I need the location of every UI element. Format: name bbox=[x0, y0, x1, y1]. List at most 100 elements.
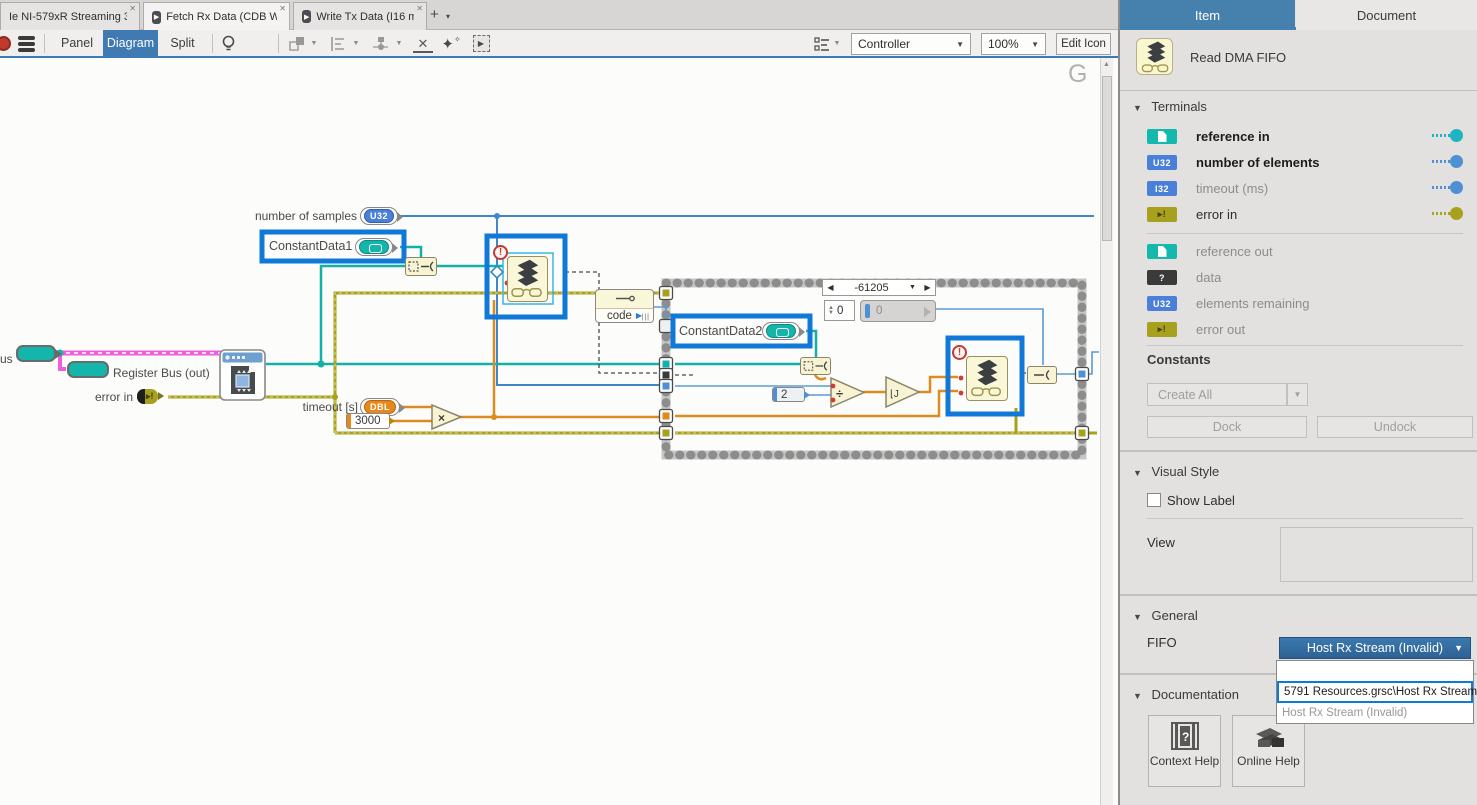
terminals-section-header[interactable]: ▼ Terminals bbox=[1133, 99, 1207, 114]
error-code-property-node[interactable]: code ▶ ||| bbox=[595, 289, 654, 323]
remove-broken-wires-icon[interactable]: ✕ bbox=[413, 36, 433, 53]
arrange-icon[interactable] bbox=[287, 33, 307, 54]
selector-prev-icon[interactable]: ◀ bbox=[823, 283, 838, 292]
terminal-row[interactable]: timeout (ms) bbox=[1196, 181, 1268, 196]
stack-icon[interactable] bbox=[15, 33, 37, 54]
show-label-text[interactable]: Show Label bbox=[1167, 493, 1235, 508]
tab-write-tx-data[interactable]: ▶ Write Tx Data (I16 multi).gvi ✕ bbox=[293, 2, 427, 30]
create-all-caret-icon[interactable]: ▼ bbox=[1287, 383, 1308, 406]
run-selection-icon[interactable]: ▶ bbox=[470, 33, 492, 54]
timeout-constant[interactable]: 3000 bbox=[346, 413, 390, 429]
fifo-config-node-1[interactable] bbox=[405, 257, 437, 276]
view-options-icon[interactable] bbox=[812, 33, 832, 54]
error-in-label[interactable]: error in bbox=[63, 390, 133, 404]
dock-button[interactable]: Dock bbox=[1147, 416, 1307, 438]
create-all-button[interactable]: Create All bbox=[1147, 383, 1287, 406]
terminal-row[interactable]: error in bbox=[1196, 207, 1237, 222]
target-select[interactable]: Controller ▼ bbox=[851, 33, 971, 55]
count-indicator[interactable]: 0 bbox=[860, 300, 936, 322]
numeric-bar-icon bbox=[347, 414, 351, 428]
documentation-section-header[interactable]: ▼ Documentation bbox=[1133, 687, 1239, 702]
fpga-vi-node[interactable] bbox=[219, 349, 266, 406]
new-tab-caret-icon[interactable]: ▾ bbox=[446, 12, 450, 21]
register-bus-terminal[interactable] bbox=[16, 345, 56, 362]
abort-icon[interactable] bbox=[0, 33, 11, 54]
terminal-row[interactable]: data bbox=[1196, 270, 1221, 285]
close-icon[interactable]: ✕ bbox=[129, 5, 136, 13]
timeout-constant-value: 3000 bbox=[355, 415, 381, 427]
panel-divider[interactable] bbox=[1118, 0, 1120, 805]
error-in-constant[interactable]: ▸! bbox=[137, 389, 158, 404]
cleanup-sparkle-icon[interactable]: ✦✧ bbox=[440, 33, 462, 54]
wired-dot-icon bbox=[1450, 155, 1463, 168]
scroll-up-icon[interactable]: ▲ bbox=[1103, 61, 1110, 68]
timeout-label[interactable]: timeout [s] bbox=[278, 400, 358, 414]
undock-button[interactable]: Undock bbox=[1317, 416, 1473, 438]
tab-panel[interactable]: Panel bbox=[52, 30, 102, 56]
selector-next-icon[interactable]: ▶ bbox=[920, 283, 935, 292]
general-section-header[interactable]: ▼ General bbox=[1133, 608, 1198, 623]
terminal-row[interactable]: reference out bbox=[1196, 244, 1273, 259]
fifo-option-invalid[interactable]: Host Rx Stream (Invalid) bbox=[1277, 703, 1473, 723]
number-of-samples-terminal[interactable]: U32 bbox=[360, 207, 398, 225]
edit-icon-button[interactable]: Edit Icon bbox=[1056, 33, 1111, 55]
diagram-canvas[interactable] bbox=[0, 58, 1118, 805]
section-title: Terminals bbox=[1151, 99, 1207, 114]
fifo-option-empty[interactable] bbox=[1277, 661, 1473, 681]
fifo-dropdown[interactable]: Host Rx Stream (Invalid) ▼ bbox=[1279, 637, 1471, 659]
lightbulb-icon[interactable] bbox=[219, 33, 237, 54]
register-bus-out-terminal[interactable] bbox=[67, 361, 109, 378]
fifo-option-resource[interactable]: 5791 Resources.grsc\Host Rx Stream bbox=[1277, 681, 1473, 703]
reference-badge-icon bbox=[1147, 244, 1177, 259]
terminal-row[interactable]: elements remaining bbox=[1196, 296, 1309, 311]
zoom-select[interactable]: 100% ▼ bbox=[981, 33, 1046, 55]
constantdata2-terminal[interactable] bbox=[762, 322, 800, 340]
selector-value[interactable]: -61205 bbox=[838, 282, 905, 294]
close-icon[interactable]: ✕ bbox=[279, 5, 286, 13]
new-tab-button[interactable]: + bbox=[430, 6, 439, 23]
tab-document[interactable]: Document bbox=[1296, 0, 1477, 30]
align-caret-icon[interactable]: ▼ bbox=[352, 33, 360, 54]
terminal-nib-icon bbox=[399, 403, 405, 413]
terminal-nib-icon bbox=[55, 349, 62, 359]
tab-diagram[interactable]: Diagram bbox=[103, 30, 158, 56]
close-reference-node[interactable] bbox=[1027, 366, 1057, 384]
divisor-constant[interactable]: 2 bbox=[772, 387, 805, 402]
close-icon[interactable]: ✕ bbox=[416, 5, 423, 13]
selector-dropdown-icon[interactable]: ▼ bbox=[905, 284, 920, 291]
align-icon[interactable] bbox=[328, 33, 348, 54]
watermark-letter: G bbox=[1068, 60, 1087, 89]
vertical-scrollbar[interactable]: ▲ bbox=[1100, 58, 1113, 805]
tab-item[interactable]: Item bbox=[1120, 0, 1295, 30]
fifo-config-node-2[interactable] bbox=[800, 357, 831, 375]
show-label-checkbox[interactable] bbox=[1147, 493, 1161, 507]
tab-fetch-rx-data[interactable]: ▶ Fetch Rx Data (CDB WDT).gvi * ✕ bbox=[143, 2, 290, 31]
iteration-spinner[interactable]: ▲▼ 0 bbox=[824, 300, 855, 321]
register-bus-out-label[interactable]: Register Bus (out) bbox=[113, 366, 210, 380]
number-of-samples-label[interactable]: number of samples bbox=[237, 209, 357, 223]
target-value: Controller bbox=[858, 37, 910, 51]
spinner-arrows-icon[interactable]: ▲▼ bbox=[825, 306, 837, 316]
tab-split[interactable]: Split bbox=[159, 30, 206, 56]
terminal-row[interactable]: number of elements bbox=[1196, 155, 1320, 170]
constantdata1-label[interactable]: ConstantData1 bbox=[269, 239, 352, 253]
terminal-row[interactable]: error out bbox=[1196, 322, 1245, 337]
constantdata1-terminal[interactable] bbox=[355, 238, 393, 256]
terminal-nib-icon bbox=[158, 392, 164, 400]
online-help-button[interactable]: Online Help bbox=[1232, 715, 1305, 787]
scrollbar-thumb[interactable] bbox=[1102, 76, 1112, 241]
tab-project[interactable]: Ie NI-579xR Streaming 3.lvproject * ✕ bbox=[0, 2, 140, 30]
read-dma-fifo-node-1[interactable] bbox=[507, 256, 548, 302]
view-options-caret-icon[interactable]: ▼ bbox=[833, 33, 841, 54]
visual-style-section-header[interactable]: ▼ Visual Style bbox=[1133, 464, 1219, 479]
read-dma-fifo-node-2[interactable] bbox=[966, 356, 1008, 401]
arrange-caret-icon[interactable]: ▼ bbox=[310, 33, 318, 54]
error-code-selector[interactable]: ◀ -61205 ▼ ▶ bbox=[822, 279, 936, 296]
distribute-caret-icon[interactable]: ▼ bbox=[395, 33, 403, 54]
terminal-row[interactable]: reference in bbox=[1196, 129, 1270, 144]
context-help-button[interactable]: ? Context Help bbox=[1148, 715, 1221, 787]
code-property-label: code bbox=[607, 310, 632, 322]
constantdata2-label[interactable]: ConstantData2 bbox=[679, 324, 762, 338]
config-node-icon bbox=[406, 258, 436, 275]
distribute-icon[interactable] bbox=[370, 33, 390, 54]
